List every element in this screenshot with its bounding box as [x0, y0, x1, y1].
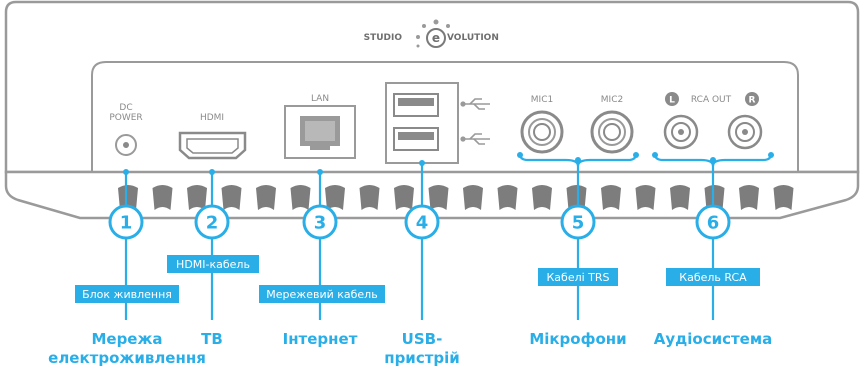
- dc-label-line1: DC: [119, 103, 132, 113]
- vent-slot: [256, 185, 276, 210]
- lan-label: LAN: [311, 94, 329, 104]
- rca-out-ports: L RCA OUT R: [663, 92, 763, 150]
- vent-slot: [532, 185, 552, 210]
- vent-slot: [290, 185, 311, 210]
- vent-slot: [670, 185, 690, 210]
- usb-icon: [460, 98, 490, 110]
- svg-text:2: 2: [206, 213, 219, 234]
- device-caption-1-line1: Мережа: [91, 330, 162, 348]
- vent-slot: [601, 185, 621, 210]
- rca-out-label: RCA OUT: [691, 95, 732, 105]
- cable-label-1: Блок живлення: [75, 285, 179, 303]
- vent-slot: [428, 185, 449, 210]
- vent-slot: [704, 185, 725, 210]
- connection-dots: [123, 152, 774, 175]
- cable-label-3: Мережевий кабель: [259, 285, 385, 303]
- studio-evolution-logo: STUDIO e VOLUTION: [364, 19, 499, 48]
- svg-text:5: 5: [572, 213, 585, 234]
- mic1-label: MIC1: [531, 95, 553, 105]
- rca-left-badge: L: [665, 92, 679, 106]
- svg-text:Кабель RCA: Кабель RCA: [679, 271, 747, 284]
- cable-label-6: Кабель RCA: [666, 268, 760, 286]
- callout-number-5: 5: [560, 204, 596, 240]
- logo-e-letter: e: [432, 31, 440, 45]
- vent-slot: [118, 185, 138, 210]
- callout-number-2: 2: [194, 204, 230, 240]
- vent-slot: [635, 185, 656, 210]
- svg-text:1: 1: [120, 213, 133, 234]
- vent-slot: [463, 185, 483, 210]
- dc-power-port: DC POWER: [109, 103, 143, 156]
- mic2-label: MIC2: [601, 95, 623, 105]
- callout-number-6: 6: [695, 204, 731, 240]
- callout-number-3: 3: [302, 204, 338, 240]
- lan-port: LAN: [284, 94, 356, 159]
- vent-slot: [773, 185, 794, 210]
- usb-icon: [460, 133, 490, 145]
- device-caption-5: Мікрофони: [529, 330, 626, 348]
- vent-slot: [497, 185, 518, 210]
- svg-text:4: 4: [416, 213, 429, 234]
- device-caption-6: Аудіосистема: [654, 330, 773, 348]
- mic-ports: MIC1 MIC2: [520, 95, 634, 154]
- hdmi-label: HDMI: [200, 113, 224, 123]
- callout-number-4: 4: [404, 204, 440, 240]
- mic-bracket: [518, 153, 638, 167]
- rca-bracket: [653, 153, 773, 167]
- usb-ports: [385, 82, 490, 164]
- device-caption-4-line2: пристрій: [384, 349, 460, 367]
- cable-label-5: Кабелі TRS: [538, 268, 618, 286]
- svg-text:Мережевий кабель: Мережевий кабель: [266, 288, 377, 301]
- hdmi-port: HDMI: [178, 113, 247, 160]
- device-caption-2: ТВ: [201, 330, 223, 348]
- device-caption-4-line1: USB-: [402, 330, 443, 348]
- logo-e-mark: e: [416, 19, 450, 48]
- vent-slot: [152, 185, 173, 210]
- cable-label-2: HDMI-кабель: [167, 255, 259, 273]
- vent-slot: [221, 185, 242, 210]
- device-caption-1-line2: електроживлення: [48, 349, 206, 367]
- logo-right-text: VOLUTION: [447, 33, 499, 43]
- rca-left-jack: [663, 114, 699, 150]
- callout-number-1: 1: [108, 204, 144, 240]
- dc-label-line2: POWER: [109, 113, 142, 123]
- vent-slot: [394, 185, 414, 210]
- vent-slot: [739, 185, 759, 210]
- rca-right-jack: [727, 114, 763, 150]
- mic1-jack: [520, 110, 564, 154]
- vent-slot: [325, 185, 345, 210]
- svg-text:3: 3: [314, 213, 327, 234]
- device-caption-3: Інтернет: [283, 330, 358, 348]
- rca-right-badge: R: [745, 92, 759, 106]
- mic2-jack: [590, 110, 634, 154]
- vent-slot: [187, 185, 207, 210]
- vent-slot: [566, 185, 587, 210]
- ventilation-grille: [118, 185, 794, 210]
- svg-text:HDMI-кабель: HDMI-кабель: [176, 258, 250, 271]
- svg-text:Блок живлення: Блок живлення: [82, 288, 172, 301]
- logo-left-text: STUDIO: [364, 33, 403, 43]
- svg-text:L: L: [669, 96, 675, 106]
- svg-text:Кабелі TRS: Кабелі TRS: [546, 271, 609, 284]
- vent-slot: [359, 185, 380, 210]
- svg-text:6: 6: [707, 213, 720, 234]
- svg-text:R: R: [749, 96, 756, 106]
